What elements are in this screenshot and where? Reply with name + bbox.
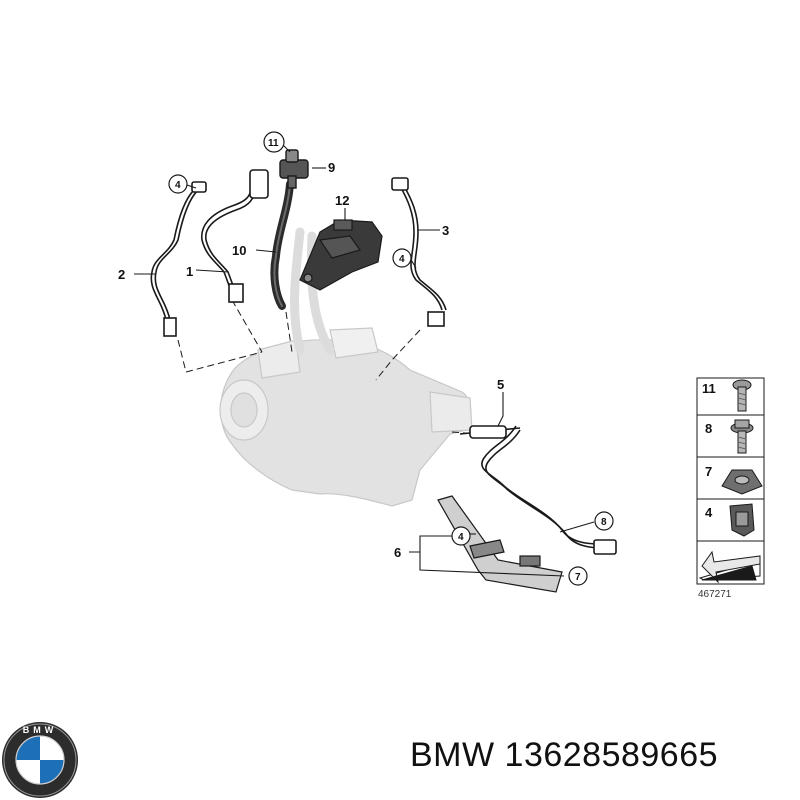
gearbox-ghost [219,327,473,507]
callout-9: 9 [328,160,335,175]
callout-4b: 4 [399,254,405,265]
callout-3: 3 [442,223,449,238]
oxygen-sensor-5 [459,425,617,555]
callout-4c: 4 [458,532,464,543]
callout-6: 6 [394,545,401,560]
bolt-icon [732,379,752,412]
legend-item-3: 7 [705,464,712,479]
pressure-sensor-12 [299,219,383,291]
part-number-label: BMW 13628589665 [410,736,719,774]
callout-circle-4-right: 4 [392,248,412,268]
pressure-connector-9 [279,149,309,189]
bmw-logo: BMW [2,722,78,798]
legend-item-2: 8 [705,421,712,436]
oxygen-sensor-2 [150,181,207,337]
pointer-arrow-icon [698,550,761,584]
callout-8: 8 [601,517,607,528]
callout-2: 2 [118,267,125,282]
callout-circle-4-bracket: 4 [451,526,471,546]
callout-10: 10 [232,243,246,258]
cable-clip-icon [729,503,755,537]
callout-5: 5 [497,377,504,392]
logo-lettering: BMW [23,725,58,735]
callout-1: 1 [186,264,193,279]
legend-item-4: 4 [705,505,713,520]
callout-circle-11: 11 [263,131,285,153]
flange-bolt-icon [730,419,754,454]
callout-12: 12 [335,193,349,208]
fastener-legend: 11 8 7 4 [696,377,765,600]
exhaust-pipes-ghost [290,227,335,355]
callout-circle-4-top: 4 [168,174,188,194]
callout-circle-7: 7 [568,566,588,586]
callout-7: 7 [575,572,581,583]
oxygen-sensor-3 [391,177,447,327]
diagram-ref-number: 467271 [698,589,732,600]
callout-circle-8: 8 [594,511,614,531]
legend-item-1: 11 [702,381,716,396]
oxygen-sensor-1 [201,169,269,303]
callout-4a: 4 [175,180,181,191]
callout-11: 11 [268,138,279,149]
sensor-bracket-6 [437,495,563,593]
clip-nut-icon [721,469,763,495]
